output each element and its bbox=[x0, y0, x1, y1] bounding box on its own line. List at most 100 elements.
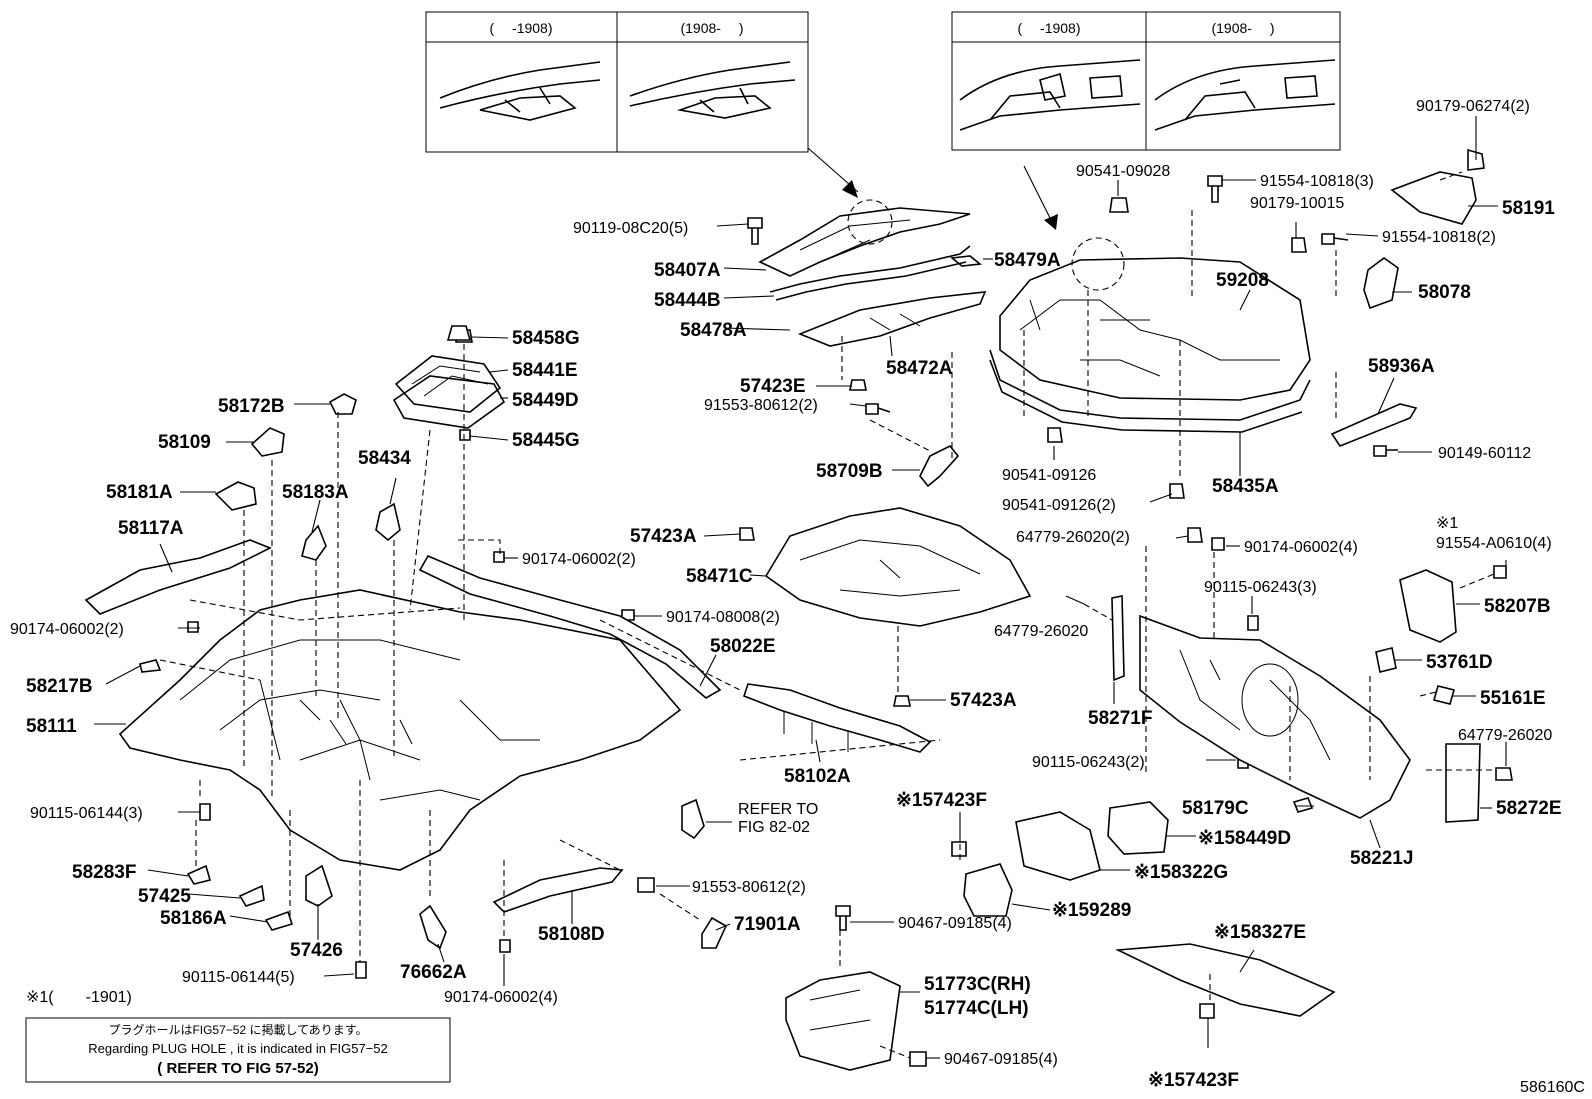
part-58207B-cover bbox=[1399, 569, 1457, 643]
footnote-text: ※1( -1901) bbox=[26, 989, 132, 1006]
plug-hole-note-box: プラグホールはFIG57−52 に掲載してあります。 Regarding PLU… bbox=[25, 1017, 451, 1083]
label-note-mark-1: ※1 bbox=[1436, 515, 1458, 532]
label-90179-06274: 90179-06274(2) bbox=[1416, 98, 1530, 115]
fastener-icons bbox=[187, 148, 1513, 1067]
part-58102A-crossmember bbox=[743, 683, 932, 753]
label-refer-to: REFER TO bbox=[738, 801, 818, 818]
part-58709B-bracket bbox=[919, 444, 960, 488]
part-58111-floor-pan bbox=[118, 589, 682, 871]
part-58108D-rail bbox=[492, 867, 624, 913]
note-ref: ( REFER TO FIG 57-52) bbox=[157, 1060, 318, 1077]
label-58444B: 58444B bbox=[654, 290, 721, 311]
part-59208-tire-well bbox=[989, 237, 1311, 433]
inset-left-col2: (1908- ) bbox=[680, 20, 743, 36]
label-90115-06144-3: 90115-06144(3) bbox=[30, 805, 143, 822]
part-58272E-strip bbox=[1445, 743, 1481, 823]
label-53761D: 53761D bbox=[1426, 652, 1493, 673]
part-53761D-clip bbox=[1375, 647, 1397, 673]
label-58022E: 58022E bbox=[710, 636, 776, 657]
label-90115-06243-3: 90115-06243(3) bbox=[1204, 579, 1317, 596]
part-58191-cover bbox=[1390, 171, 1477, 225]
inset-arrow-right bbox=[1023, 165, 1058, 230]
part-58472A-plate bbox=[797, 291, 987, 347]
part-71901A-hook bbox=[701, 916, 728, 949]
label-58186A: 58186A bbox=[160, 908, 227, 929]
label-91554-10818-2: 91554-10818(2) bbox=[1382, 229, 1496, 246]
label-64779-26020: 64779-26020 bbox=[994, 623, 1088, 640]
label-55161E: 55161E bbox=[1480, 688, 1546, 709]
inset-box-right: ( -1908) (1908- ) bbox=[951, 11, 1341, 151]
part-58479A-clip bbox=[949, 255, 983, 267]
label-91553-80612-b: 91553-80612(2) bbox=[692, 879, 806, 896]
label-58108D: 58108D bbox=[538, 924, 605, 945]
label-57423A-1: 57423A bbox=[630, 526, 697, 547]
part-58407A-rail bbox=[758, 199, 971, 277]
part-58936A-strap bbox=[1330, 403, 1418, 447]
label-90119-08C20: 90119-08C20(5) bbox=[573, 220, 688, 237]
guide-lines bbox=[159, 171, 1496, 1059]
label-59289: ※159289 bbox=[1052, 900, 1131, 921]
part-58322G-panel bbox=[963, 801, 1169, 917]
label-59208: 59208 bbox=[1216, 270, 1269, 291]
label-90115-06243-2: 90115-06243(2) bbox=[1032, 754, 1145, 771]
label-58117A: 58117A bbox=[118, 518, 184, 539]
label-58471C: 58471C bbox=[686, 566, 753, 587]
label-90467-09185-a: 90467-09185(4) bbox=[898, 915, 1012, 932]
inset-right-col2: (1908- ) bbox=[1211, 20, 1274, 36]
part-76662A-bracket bbox=[419, 904, 447, 950]
bottom-left-brackets bbox=[186, 864, 333, 931]
label-refer-fig: FIG 82-02 bbox=[738, 819, 810, 836]
inset-left-col1: ( -1908) bbox=[489, 20, 552, 36]
label-57425: 57425 bbox=[138, 886, 191, 907]
label-58221J: 58221J bbox=[1350, 848, 1413, 869]
label-58111: 58111 bbox=[26, 716, 77, 737]
label-58109: 58109 bbox=[158, 432, 211, 453]
label-58435A: 58435A bbox=[1212, 476, 1279, 497]
label-58327E: ※158327E bbox=[1214, 922, 1306, 943]
note-en: Regarding PLUG HOLE , it is indicated in… bbox=[88, 1041, 388, 1056]
label-90174-06002-2-b: 90174-06002(2) bbox=[10, 621, 124, 638]
inset-arrow-left bbox=[807, 147, 859, 198]
label-58271F: 58271F bbox=[1088, 708, 1152, 729]
label-58458G: 58458G bbox=[512, 328, 580, 349]
label-58449D-2: ※158449D bbox=[1198, 828, 1291, 849]
leader-lines bbox=[94, 116, 1507, 1059]
part-58441E-hatch bbox=[392, 325, 506, 429]
label-58181A: 58181A bbox=[106, 482, 173, 503]
label-57423A-2: 57423A bbox=[950, 690, 1017, 711]
label-58078: 58078 bbox=[1418, 282, 1471, 303]
label-58441E: 58441E bbox=[512, 360, 578, 381]
label-58449D: 58449D bbox=[512, 390, 579, 411]
label-57423F-1: ※157423F bbox=[896, 790, 987, 811]
left-small-brackets bbox=[84, 393, 401, 673]
label-90541-09126: 90541-09126 bbox=[1002, 467, 1096, 484]
label-91554-A0610: 91554-A0610(4) bbox=[1436, 535, 1552, 552]
inset-box-left: ( -1908) (1908- ) bbox=[425, 11, 809, 153]
label-58179C: 58179C bbox=[1182, 798, 1249, 819]
label-91553-80612-a: 91553-80612(2) bbox=[704, 397, 818, 414]
label-90174-08008: 90174-08008(2) bbox=[666, 609, 780, 626]
label-76662A: 76662A bbox=[400, 962, 467, 983]
note-jp: プラグホールはFIG57−52 に掲載してあります。 bbox=[108, 1022, 367, 1037]
label-58434: 58434 bbox=[358, 448, 411, 469]
label-58322G: ※158322G bbox=[1134, 862, 1228, 883]
inset-right-col1: ( -1908) bbox=[1017, 20, 1080, 36]
label-58709B: 58709B bbox=[816, 461, 883, 482]
label-57423E: 57423E bbox=[740, 376, 806, 397]
part-58022E-rail bbox=[418, 554, 722, 699]
label-90179-10015: 90179-10015 bbox=[1250, 195, 1344, 212]
part-58471C-panel bbox=[764, 507, 1032, 627]
label-58936A: 58936A bbox=[1368, 356, 1435, 377]
label-58283F: 58283F bbox=[72, 862, 136, 883]
label-90174-06002-4-b: 90174-06002(4) bbox=[444, 989, 558, 1006]
label-57426: 57426 bbox=[290, 940, 343, 961]
label-90149-60112: 90149-60112 bbox=[1438, 445, 1531, 462]
figure-code: 586160C bbox=[1520, 1079, 1585, 1096]
label-90174-06002-2-a: 90174-06002(2) bbox=[522, 551, 636, 568]
label-58478A: 58478A bbox=[680, 320, 747, 341]
label-58272E: 58272E bbox=[1496, 798, 1562, 819]
label-91554-10818-3: 91554-10818(3) bbox=[1260, 173, 1374, 190]
part-refer-fig82-bracket bbox=[681, 798, 705, 840]
label-58183A: 58183A bbox=[282, 482, 349, 503]
